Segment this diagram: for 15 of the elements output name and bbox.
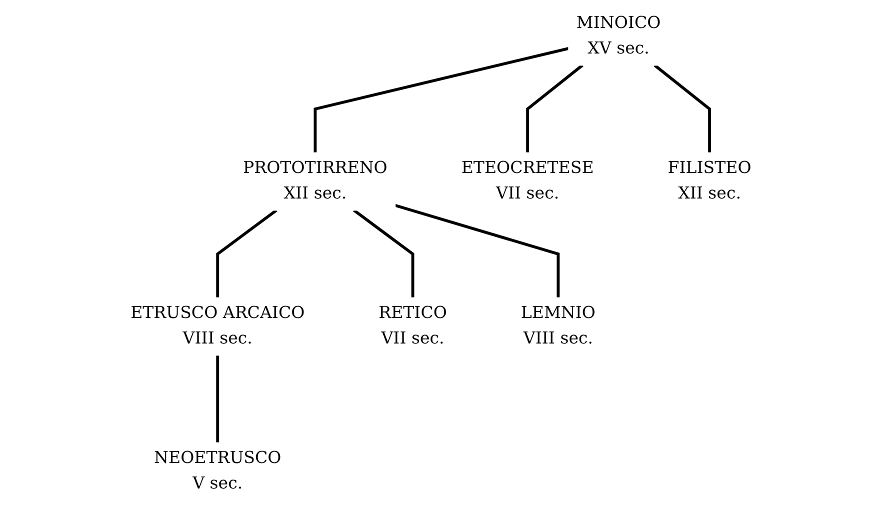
node-text: ETEOCRETESE VII sec.	[461, 158, 594, 203]
connector	[216, 355, 220, 443]
node-text: FILISTEO XII sec.	[668, 158, 752, 203]
node-text: LEMNIO VIII sec.	[520, 304, 596, 348]
connector	[654, 64, 712, 153]
node-text: ETRUSCO ARCAICO VIII sec.	[130, 304, 305, 348]
connector	[216, 209, 278, 298]
node-text: PROTOTIRRENO XII sec.	[243, 158, 388, 203]
node-text: MINOICO XV sec.	[576, 14, 661, 58]
connector	[526, 64, 584, 153]
connector	[394, 204, 560, 298]
node-text: NEOETRUSCO V sec.	[154, 448, 282, 493]
connector	[314, 47, 570, 153]
connector	[353, 209, 414, 298]
node-text: RETICO VII sec.	[378, 304, 447, 348]
